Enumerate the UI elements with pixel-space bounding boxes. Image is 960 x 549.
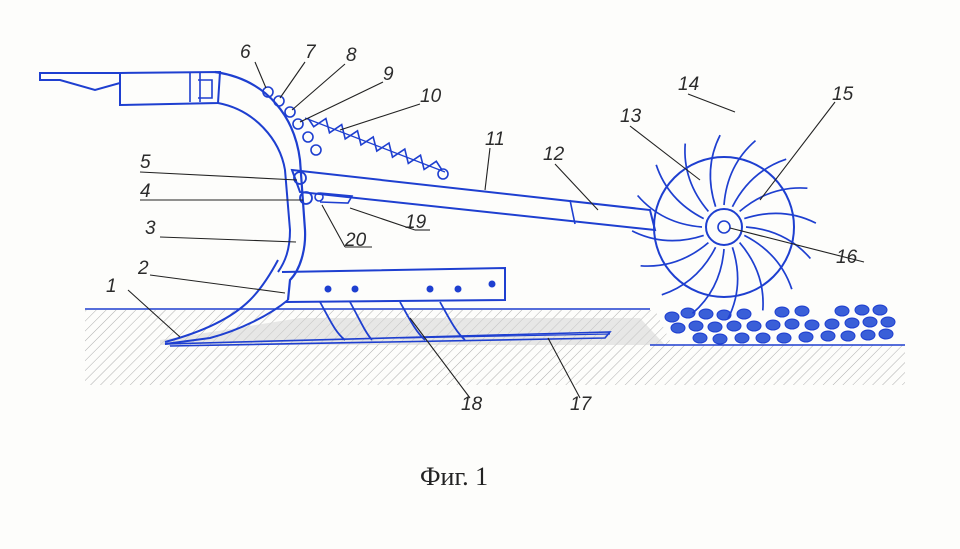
- wheel-tine: [727, 247, 739, 320]
- label-part-16: 16: [836, 247, 858, 268]
- label-part-13: 13: [620, 106, 642, 127]
- wheel-tine: [655, 164, 705, 220]
- roller-chain: [262, 86, 322, 156]
- label-part-20: 20: [344, 230, 367, 251]
- wheel-tine: [636, 194, 703, 228]
- leader-lines: [127, 61, 865, 399]
- label-part-19: 19: [405, 212, 427, 233]
- label-part-3: 3: [145, 218, 156, 239]
- label-part-8: 8: [346, 45, 357, 66]
- wheel-tine: [723, 139, 757, 206]
- wheel-tine: [640, 241, 709, 267]
- wheel-tine: [631, 230, 704, 242]
- wheel-tine: [744, 212, 817, 224]
- label-part-14: 14: [678, 74, 699, 95]
- spring: [304, 117, 449, 180]
- label-part-7: 7: [305, 42, 317, 63]
- wheel-tine: [691, 248, 725, 315]
- hitch-beam: [39, 70, 222, 107]
- wheel-tine: [661, 246, 717, 296]
- label-part-10: 10: [420, 86, 442, 107]
- label-part-11: 11: [485, 129, 505, 150]
- frame-standard: [164, 70, 307, 345]
- part-labels: 1 2 3 4 5 6 7 8 9 10 11 12 13 14 15 16 1…: [106, 42, 858, 415]
- wheel-tine: [684, 143, 710, 212]
- digging-knives: [164, 266, 612, 347]
- label-part-9: 9: [383, 64, 394, 85]
- label-part-2: 2: [137, 258, 149, 279]
- label-part-15: 15: [832, 84, 854, 105]
- potato-pile: [664, 304, 896, 345]
- wheel-tine: [738, 242, 764, 311]
- soil: [85, 308, 905, 385]
- label-part-4: 4: [140, 181, 151, 202]
- arm: [290, 168, 657, 232]
- wheel-tine: [745, 226, 812, 260]
- label-part-6: 6: [240, 42, 251, 63]
- label-part-1: 1: [106, 276, 117, 297]
- rotary-wheel: [631, 134, 817, 320]
- wheel-tine: [743, 234, 793, 290]
- label-part-5: 5: [140, 152, 151, 173]
- wheel-tine: [709, 134, 721, 207]
- label-part-17: 17: [570, 394, 593, 415]
- wheel-tine: [731, 158, 787, 208]
- label-part-12: 12: [543, 144, 565, 165]
- wheel-tine: [739, 187, 808, 213]
- figure-caption: Фиг. 1: [420, 462, 488, 491]
- label-part-18: 18: [461, 394, 483, 415]
